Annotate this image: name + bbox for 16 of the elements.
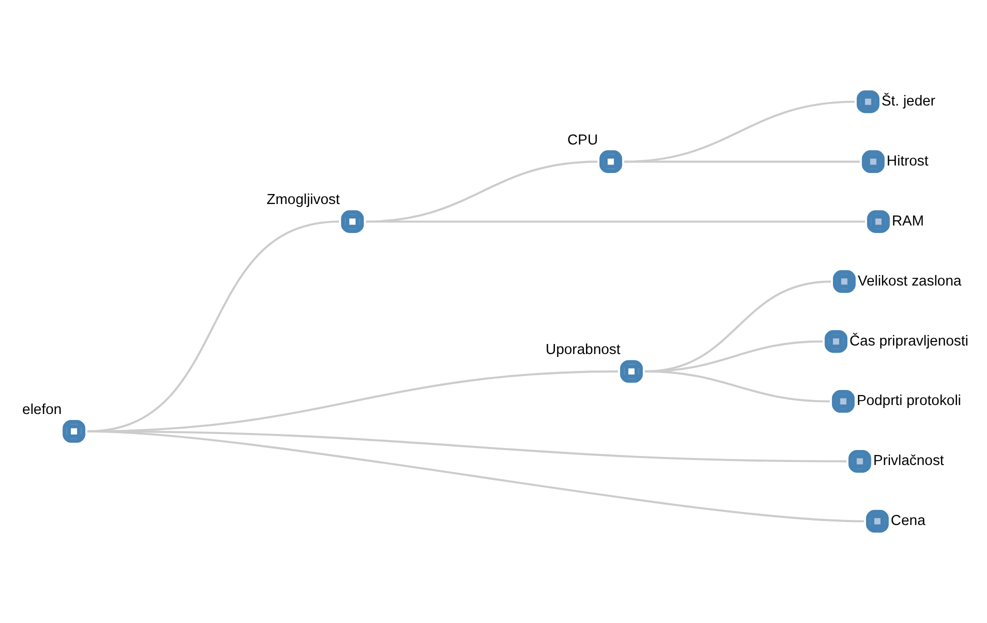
- node-label: Čas pripravljenosti: [849, 333, 968, 350]
- node-label: Zmogljivost: [266, 192, 340, 208]
- node-label: Cena: [890, 513, 926, 530]
- connector: [644, 370, 830, 402]
- connector: [624, 160, 860, 163]
- connector: [366, 220, 865, 223]
- node-label: Velikost zaslona: [858, 273, 962, 290]
- node-label: Hitrost: [886, 153, 928, 170]
- node-label: elefon: [22, 402, 62, 418]
- connector: [87, 430, 864, 522]
- node-label: RAM: [892, 213, 924, 230]
- node-label: Podprti protokoli: [856, 393, 962, 410]
- node-label: Št. jeder: [882, 94, 936, 110]
- node-label: Uporabnost: [546, 342, 620, 358]
- node-label: CPU: [567, 132, 598, 148]
- node-label: Privlačnost: [873, 453, 944, 470]
